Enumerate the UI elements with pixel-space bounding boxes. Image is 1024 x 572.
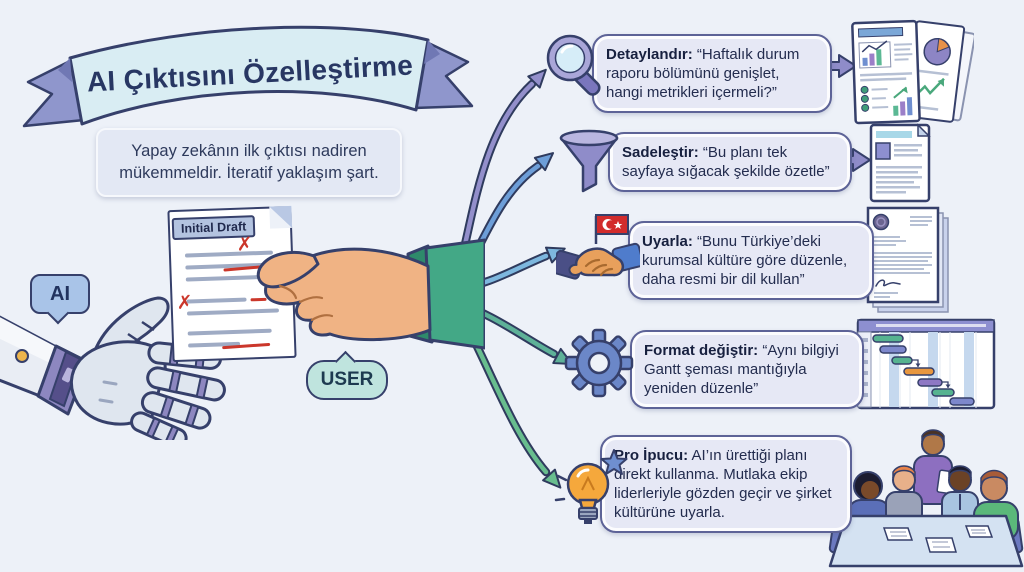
ribbon-shape [22,25,474,128]
ai-label-bubble: AI [30,274,90,314]
user-hand-illustration [256,238,485,350]
callout-text: AI’ın ürettiği planı direkt kullanma. Mu… [614,447,832,522]
gantt-chart-thumbnail [856,318,996,410]
lightbulb-icon [554,446,630,534]
callout-sadelestir: Sadeleştir: “Bu planı tek sayfaya sığaca… [608,132,852,193]
one-page-summary-thumbnail [869,123,931,203]
callout-text: “Bu planı tek sayfaya sığacak şekilde öz… [622,144,830,181]
ai-label: AI [50,282,70,305]
user-label-bubble: USER [306,360,388,400]
formal-letter-thumbnail [866,206,949,313]
callout-detaylandir: Detaylandır: “Haftalık durum raporu bölü… [592,34,832,114]
callout-text: “Bunu Türkiye’deki kurumsal kültüre göre… [642,233,848,289]
robot-arm-light [15,349,29,363]
callout-label: Sadeleştir: [622,144,699,161]
callout-uyarla: Uyarla: “Bunu Türkiye’deki kurumsal kült… [628,221,874,301]
funnel-icon [556,128,622,196]
page-fold-corner [269,205,293,229]
callout-pro-ipucu: Pro İpucu: AI’ın ürettiği planı direkt k… [600,435,852,534]
user-label: USER [320,369,374,390]
title-banner: AI Çıktısını Özelleştirme [18,18,478,143]
callout-format-degistir: Format değiştir: “Aynı bilgiyi Gantt şem… [630,330,864,410]
subtitle-box: Yapay zekânın ilk çıktısı nadiren mükemm… [96,128,402,197]
gear-icon [564,328,634,398]
callout-label: Pro İpucu: [614,447,689,464]
callout-label: Format değiştir: [644,342,759,359]
robot-arm-illustration [0,296,226,440]
callout-label: Uyarla: [642,233,693,250]
callout-label: Detaylandır: [606,46,693,63]
handshake-turkish-flag-icon [556,210,640,294]
callout-text: “Aynı bilgiyi Gantt şeması mantığıyla ye… [644,342,839,398]
magnifier-icon [540,30,614,104]
red-x-mark: ✗ [176,292,193,314]
report-with-charts-thumbnail [851,19,974,125]
callout-text: “Haftalık durum raporu bölümünü genişlet… [606,46,800,102]
team-meeting-thumbnail [828,429,1024,568]
